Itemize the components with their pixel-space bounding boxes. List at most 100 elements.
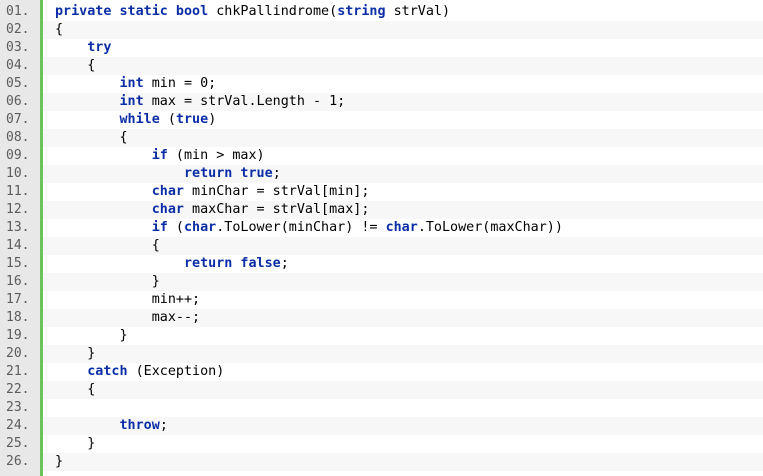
- line-number: 12.: [0, 201, 40, 219]
- code-token: chkPallindrome(: [208, 4, 338, 19]
- code-line: 11. char minChar = strVal[min];: [0, 183, 763, 201]
- code-keyword: while: [119, 112, 160, 127]
- code-text[interactable]: {: [43, 237, 763, 255]
- code-token: }: [55, 274, 160, 289]
- code-line: 23.: [0, 399, 763, 417]
- code-line: 14. {: [0, 237, 763, 255]
- code-token: [55, 256, 184, 271]
- code-line: 06. int max = strVal.Length - 1;: [0, 93, 763, 111]
- code-token: maxChar = strVal[max];: [184, 202, 370, 217]
- code-line: 09. if (min > max): [0, 147, 763, 165]
- line-number: 07.: [0, 111, 40, 129]
- line-number: 24.: [0, 417, 40, 435]
- code-text[interactable]: {: [43, 57, 763, 75]
- code-token: min++;: [55, 292, 201, 307]
- code-keyword: char: [151, 184, 184, 199]
- code-token: ;: [272, 166, 281, 181]
- code-token: }: [55, 436, 96, 451]
- code-text[interactable]: {: [43, 21, 763, 39]
- code-line: 26.}: [0, 453, 763, 471]
- code-text[interactable]: }: [43, 273, 763, 291]
- code-lines: 01.private static bool chkPallindrome(st…: [0, 3, 763, 471]
- code-line: 16. }: [0, 273, 763, 291]
- code-line: 21. catch (Exception): [0, 363, 763, 381]
- code-text[interactable]: if (min > max): [43, 147, 763, 165]
- code-token: [55, 184, 152, 199]
- code-token: }: [55, 454, 64, 469]
- code-token: minChar = strVal[min];: [184, 184, 370, 199]
- code-text[interactable]: try: [43, 39, 763, 57]
- line-number: 23.: [0, 399, 40, 417]
- code-text[interactable]: max--;: [43, 309, 763, 327]
- code-token: {: [55, 58, 96, 73]
- code-keyword: private static bool: [55, 4, 209, 19]
- code-line: 05. int min = 0;: [0, 75, 763, 93]
- code-text[interactable]: int min = 0;: [43, 75, 763, 93]
- code-keyword: if: [151, 148, 168, 163]
- code-text[interactable]: return true;: [43, 165, 763, 183]
- code-token: (: [159, 112, 176, 127]
- code-text[interactable]: throw;: [43, 417, 763, 435]
- code-token: .ToLower(minChar) !=: [216, 220, 386, 235]
- code-text[interactable]: }: [43, 453, 763, 471]
- line-number: 19.: [0, 327, 40, 345]
- code-line: 03. try: [0, 39, 763, 57]
- line-number: 09.: [0, 147, 40, 165]
- code-keyword: throw: [119, 418, 160, 433]
- line-number: 21.: [0, 363, 40, 381]
- code-text[interactable]: [43, 399, 763, 417]
- code-text[interactable]: private static bool chkPallindrome(strin…: [43, 3, 763, 21]
- code-token: {: [55, 22, 64, 37]
- code-line: 19. }: [0, 327, 763, 345]
- code-token: [55, 202, 152, 217]
- code-keyword: char: [184, 220, 217, 235]
- code-line: 20. }: [0, 345, 763, 363]
- code-line: 18. max--;: [0, 309, 763, 327]
- code-text[interactable]: }: [43, 435, 763, 453]
- code-keyword: return false: [184, 256, 281, 271]
- line-number: 02.: [0, 21, 40, 39]
- code-token: [55, 40, 87, 55]
- code-text[interactable]: {: [43, 381, 763, 399]
- code-line: 17. min++;: [0, 291, 763, 309]
- code-keyword: char: [151, 202, 184, 217]
- line-number: 14.: [0, 237, 40, 255]
- line-number: 08.: [0, 129, 40, 147]
- code-text[interactable]: int max = strVal.Length - 1;: [43, 93, 763, 111]
- code-keyword: true: [175, 112, 209, 127]
- code-text[interactable]: char maxChar = strVal[max];: [43, 201, 763, 219]
- line-number: 01.: [0, 3, 40, 21]
- code-token: {: [55, 382, 96, 397]
- code-line: 24. throw;: [0, 417, 763, 435]
- code-text[interactable]: }: [43, 327, 763, 345]
- code-token: {: [55, 238, 160, 253]
- code-token: (min > max): [167, 148, 265, 163]
- code-keyword: int: [119, 76, 144, 91]
- code-line: 12. char maxChar = strVal[max];: [0, 201, 763, 219]
- code-text[interactable]: char minChar = strVal[min];: [43, 183, 763, 201]
- code-text[interactable]: return false;: [43, 255, 763, 273]
- code-token: {: [55, 130, 128, 145]
- code-token: [55, 94, 120, 109]
- code-line: 10. return true;: [0, 165, 763, 183]
- code-keyword: return true: [184, 166, 273, 181]
- code-token: strVal): [385, 4, 451, 19]
- code-token: max = strVal.Length - 1;: [143, 94, 346, 109]
- code-line: 15. return false;: [0, 255, 763, 273]
- line-number: 16.: [0, 273, 40, 291]
- line-number: 10.: [0, 165, 40, 183]
- code-text[interactable]: min++;: [43, 291, 763, 309]
- code-token: [55, 418, 120, 433]
- line-number: 26.: [0, 453, 40, 471]
- code-token: .ToLower(maxChar)): [417, 220, 563, 235]
- code-text[interactable]: while (true): [43, 111, 763, 129]
- code-text[interactable]: }: [43, 345, 763, 363]
- code-text[interactable]: if (char.ToLower(minChar) != char.ToLowe…: [43, 219, 763, 237]
- code-line: 13. if (char.ToLower(minChar) != char.To…: [0, 219, 763, 237]
- line-number: 25.: [0, 435, 40, 453]
- code-token: [55, 112, 120, 127]
- code-text[interactable]: {: [43, 129, 763, 147]
- code-keyword: if: [151, 220, 168, 235]
- code-text[interactable]: catch (Exception): [43, 363, 763, 381]
- code-token: ;: [159, 418, 168, 433]
